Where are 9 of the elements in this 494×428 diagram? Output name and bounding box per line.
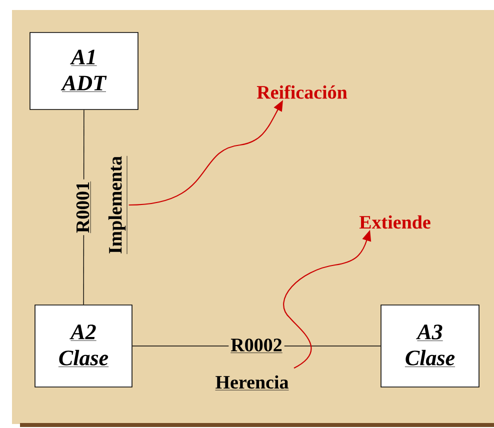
edge-label: R0001 xyxy=(74,179,94,236)
class-box: A3 Clase xyxy=(380,304,480,388)
relation-name: Implementa xyxy=(108,156,128,254)
class-box: A2 Clase xyxy=(34,304,132,388)
edge-label: R0002 xyxy=(228,336,284,356)
class-box: A1 ADT xyxy=(30,32,138,110)
relation-name: Herencia xyxy=(215,375,289,390)
annotation-text: Extiende xyxy=(359,215,430,229)
annotation-text: Reificación xyxy=(256,85,348,99)
